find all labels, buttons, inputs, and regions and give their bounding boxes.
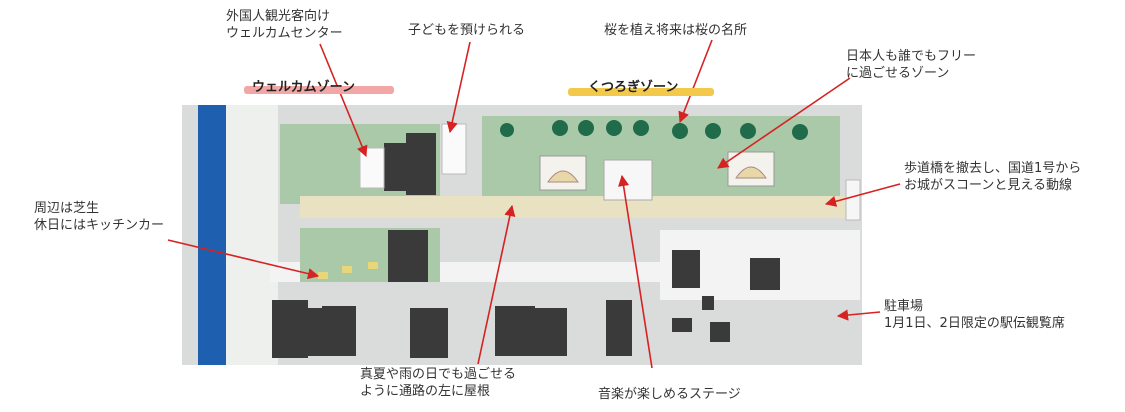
welcome-center-model xyxy=(359,147,385,189)
annotation-cherry: 桜を植え将来は桜の名所 xyxy=(604,22,747,39)
annotation-line: 歩道橋を撤去し、国道1号から xyxy=(904,161,1082,176)
relax-lawn xyxy=(482,116,840,200)
annotation-bridge: 歩道橋を撤去し、国道1号から お城がスコーンと見える動線 xyxy=(904,160,1081,194)
bridge-remnant xyxy=(845,179,861,221)
annotation-line: ウェルカムセンター xyxy=(226,26,343,41)
annotation-line: 駐車場 xyxy=(884,299,924,314)
annotation-line: 日本人も誰でもフリー xyxy=(846,49,977,64)
water-strip xyxy=(198,105,226,365)
annotation-line: 桜を植え将来は桜の名所 xyxy=(604,23,748,38)
annotation-line: 1月1日、2日限定の駅伝観覧席 xyxy=(884,316,1065,331)
annotation-childcare: 子どもを預けられる xyxy=(408,22,525,39)
annotation-lawn: 周辺は芝生 休日にはキッチンカー xyxy=(34,200,164,234)
relax-zone-underline xyxy=(568,88,714,96)
annotation-line: 休日にはキッチンカー xyxy=(34,218,165,233)
annotation-free-zone: 日本人も誰でもフリー に過ごせるゾーン xyxy=(846,48,976,82)
annotation-line: お城がスコーンと見える動線 xyxy=(904,178,1072,193)
welcome-zone-label: ウェルカムゾーン xyxy=(252,80,355,95)
road-left xyxy=(226,105,278,365)
annotation-line: 子どもを預けられる xyxy=(408,23,526,38)
annotation-line: 周辺は芝生 xyxy=(34,201,100,216)
kitchen-cars xyxy=(318,262,378,279)
annotation-line: 外国人観光客向け xyxy=(226,9,331,24)
buildings xyxy=(272,133,780,358)
annotation-line: に過ごせるゾーン xyxy=(846,66,950,81)
annotation-arrows xyxy=(167,39,901,369)
stage-model xyxy=(603,159,653,201)
annotation-welcome-center: 外国人観光客向け ウェルカムセンター xyxy=(226,8,343,42)
annotation-line: ように通路の左に屋根 xyxy=(360,384,491,399)
relax-zone-label: くつろぎゾーン xyxy=(588,80,679,95)
annotation-line: 音楽が楽しめるステージ xyxy=(598,387,741,402)
annotation-parking: 駐車場 1月1日、2日限定の駅伝観覧席 xyxy=(884,298,1065,332)
welcome-zone-underline xyxy=(244,86,394,94)
annotation-line: 真夏や雨の日でも過ごせる xyxy=(360,367,517,382)
childcare-kiosk xyxy=(441,123,467,175)
annotation-stage: 音楽が楽しめるステージ xyxy=(598,386,741,403)
annotation-roof: 真夏や雨の日でも過ごせる ように通路の左に屋根 xyxy=(360,366,516,400)
covered-path xyxy=(300,196,845,218)
tree-row xyxy=(500,120,808,140)
